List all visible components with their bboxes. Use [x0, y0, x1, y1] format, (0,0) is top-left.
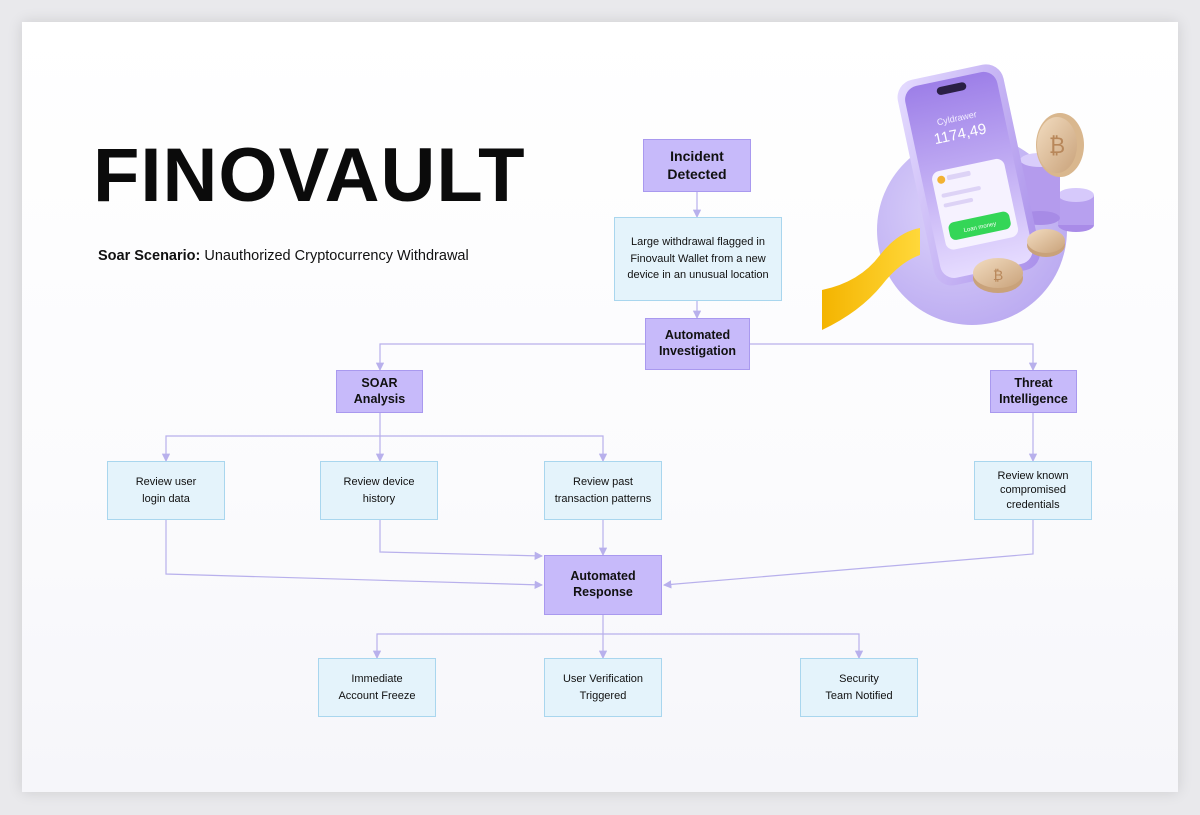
illustration-svg: ₿ Cyldrawer 1174,49 Loan money ₿	[822, 64, 1094, 330]
gold-coins: ₿	[973, 229, 1065, 293]
node-incident-detected: Incident Detected	[643, 139, 751, 192]
brand-title: FINOVAULT	[93, 133, 526, 218]
node-automated-investigation: Automated Investigation	[645, 318, 750, 370]
node-user-verification: User Verification Triggered	[544, 658, 662, 717]
node-review-transactions: Review past transaction patterns	[544, 461, 662, 520]
bitcoin-coin: ₿	[1036, 113, 1084, 177]
svg-text:₿: ₿	[1049, 134, 1065, 159]
edge-login-response	[165, 520, 544, 589]
edge-credentials-response	[662, 520, 1034, 589]
node-review-login: Review user login data	[107, 461, 225, 520]
scenario-caption: Soar Scenario: Unauthorized Cryptocurren…	[98, 248, 469, 264]
node-automated-response: Automated Response	[544, 555, 662, 615]
edge-device-response	[379, 520, 544, 561]
node-threat-intelligence: Threat Intelligence	[990, 370, 1077, 413]
phone: Cyldrawer 1174,49 Loan money	[897, 64, 1041, 286]
edge-response-freeze	[372, 615, 604, 660]
node-withdrawal-flagged: Large withdrawal flagged in Finovault Wa…	[614, 217, 782, 301]
edge-soar-login	[161, 413, 381, 463]
node-soar-analysis: SOAR Analysis	[336, 370, 423, 413]
crypto-phone-illustration: ₿ Cyldrawer 1174,49 Loan money ₿	[820, 50, 1100, 340]
svg-text:₿: ₿	[993, 268, 1003, 284]
node-security-notified: Security Team Notified	[800, 658, 918, 717]
node-account-freeze: Immediate Account Freeze	[318, 658, 436, 717]
edge-soar-transactions	[380, 435, 608, 463]
node-review-credentials: Review known compromised credentials	[974, 461, 1092, 520]
edge-investigation-soar	[375, 343, 645, 372]
yellow-ribbon	[822, 228, 920, 330]
edge-investigation-threat	[750, 343, 1038, 372]
scenario-text: Unauthorized Cryptocurrency Withdrawal	[200, 248, 469, 264]
edge-response-security	[603, 633, 864, 660]
phone-loan-button	[948, 211, 1011, 240]
node-review-device: Review device history	[320, 461, 438, 520]
scenario-label: Soar Scenario:	[98, 248, 201, 264]
